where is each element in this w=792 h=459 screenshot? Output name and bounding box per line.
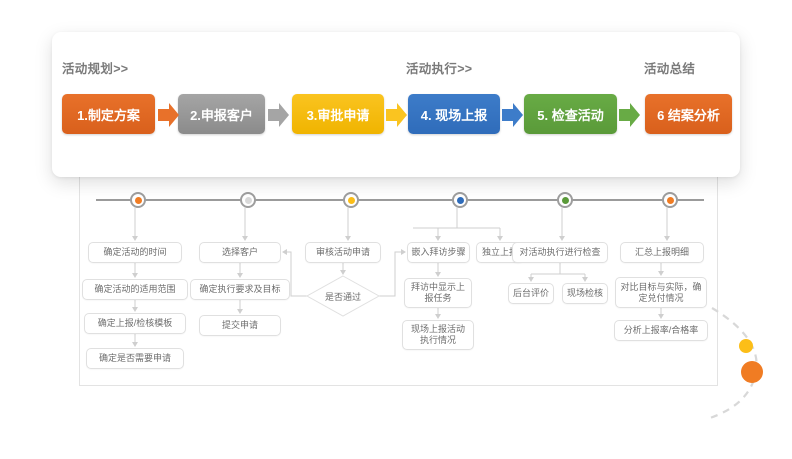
flow-node-col4-3[interactable]: 拜访中显示上报任务: [404, 278, 472, 308]
decor-dot-small: [739, 339, 753, 353]
flow-node-col2-2[interactable]: 确定执行要求及目标: [190, 279, 290, 300]
step-arrow-icon-3: [386, 102, 408, 128]
decorative-arc: [709, 307, 763, 420]
process-step-3[interactable]: 3.审批申请: [292, 94, 384, 134]
process-step-1[interactable]: 1.制定方案: [62, 94, 155, 134]
process-step-5[interactable]: 5. 检查活动: [524, 94, 617, 134]
flow-node-col1-3[interactable]: 确定上报/检核模板: [84, 313, 186, 334]
timeline-dot-2[interactable]: [240, 192, 256, 208]
flow-node-col3-1[interactable]: 审核活动申请: [305, 242, 381, 263]
flow-node-col1-2[interactable]: 确定活动的适用范围: [82, 279, 188, 300]
flow-node-col5-1[interactable]: 对活动执行进行检查: [512, 242, 608, 263]
process-overview-card: 活动规划>> 活动执行>> 活动总结 1.制定方案 2.申报客户 3.审批申请 4. 现场…: [52, 32, 740, 177]
flow-node-col5-2[interactable]: 后台评价: [508, 283, 554, 304]
timeline-dot-6[interactable]: [662, 192, 678, 208]
timeline-dot-5[interactable]: [557, 192, 573, 208]
process-step-4[interactable]: 4. 现场上报: [408, 94, 500, 134]
timeline-dot-core: [134, 196, 142, 204]
flow-node-col2-1[interactable]: 选择客户: [199, 242, 281, 263]
flow-node-col4-4[interactable]: 现场上报活动执行情况: [402, 320, 474, 350]
flow-node-col6-1[interactable]: 汇总上报明细: [620, 242, 704, 263]
decision-label: 是否通过: [324, 291, 361, 302]
flow-node-col1-4[interactable]: 确定是否需要申请: [86, 348, 184, 369]
step-arrow-icon-5: [619, 102, 641, 128]
flow-node-col5-3[interactable]: 现场检核: [562, 283, 608, 304]
timeline-dot-1[interactable]: [130, 192, 146, 208]
timeline-dot-core: [244, 196, 252, 204]
phase-label-2: 活动执行>>: [406, 62, 473, 76]
timeline-dot-core: [347, 196, 355, 204]
flow-node-col6-3[interactable]: 分析上报率/合格率: [614, 320, 708, 341]
timeline-dot-core: [561, 196, 569, 204]
step-arrow-icon-4: [502, 102, 524, 128]
step-arrow-icon-2: [268, 102, 290, 128]
timeline-dot-4[interactable]: [452, 192, 468, 208]
process-step-2[interactable]: 2.申报客户: [178, 94, 265, 134]
process-step-6[interactable]: 6 结案分析: [645, 94, 732, 134]
decor-dot-large: [741, 361, 763, 383]
step-arrow-icon-1: [158, 102, 180, 128]
phase-label-1: 活动规划>>: [62, 62, 129, 76]
flow-node-col6-2[interactable]: 对比目标与实际，确定兑付情况: [615, 277, 707, 308]
flow-node-col4-1[interactable]: 嵌入拜访步骤: [407, 242, 470, 263]
flow-node-col1-1[interactable]: 确定活动的时间: [88, 242, 182, 263]
timeline-dot-3[interactable]: [343, 192, 359, 208]
timeline-dot-core: [456, 196, 464, 204]
phase-label-3: 活动总结: [644, 62, 696, 76]
timeline-axis: [96, 199, 704, 201]
flow-node-col2-3[interactable]: 提交申请: [199, 315, 281, 336]
timeline-dot-core: [666, 196, 674, 204]
